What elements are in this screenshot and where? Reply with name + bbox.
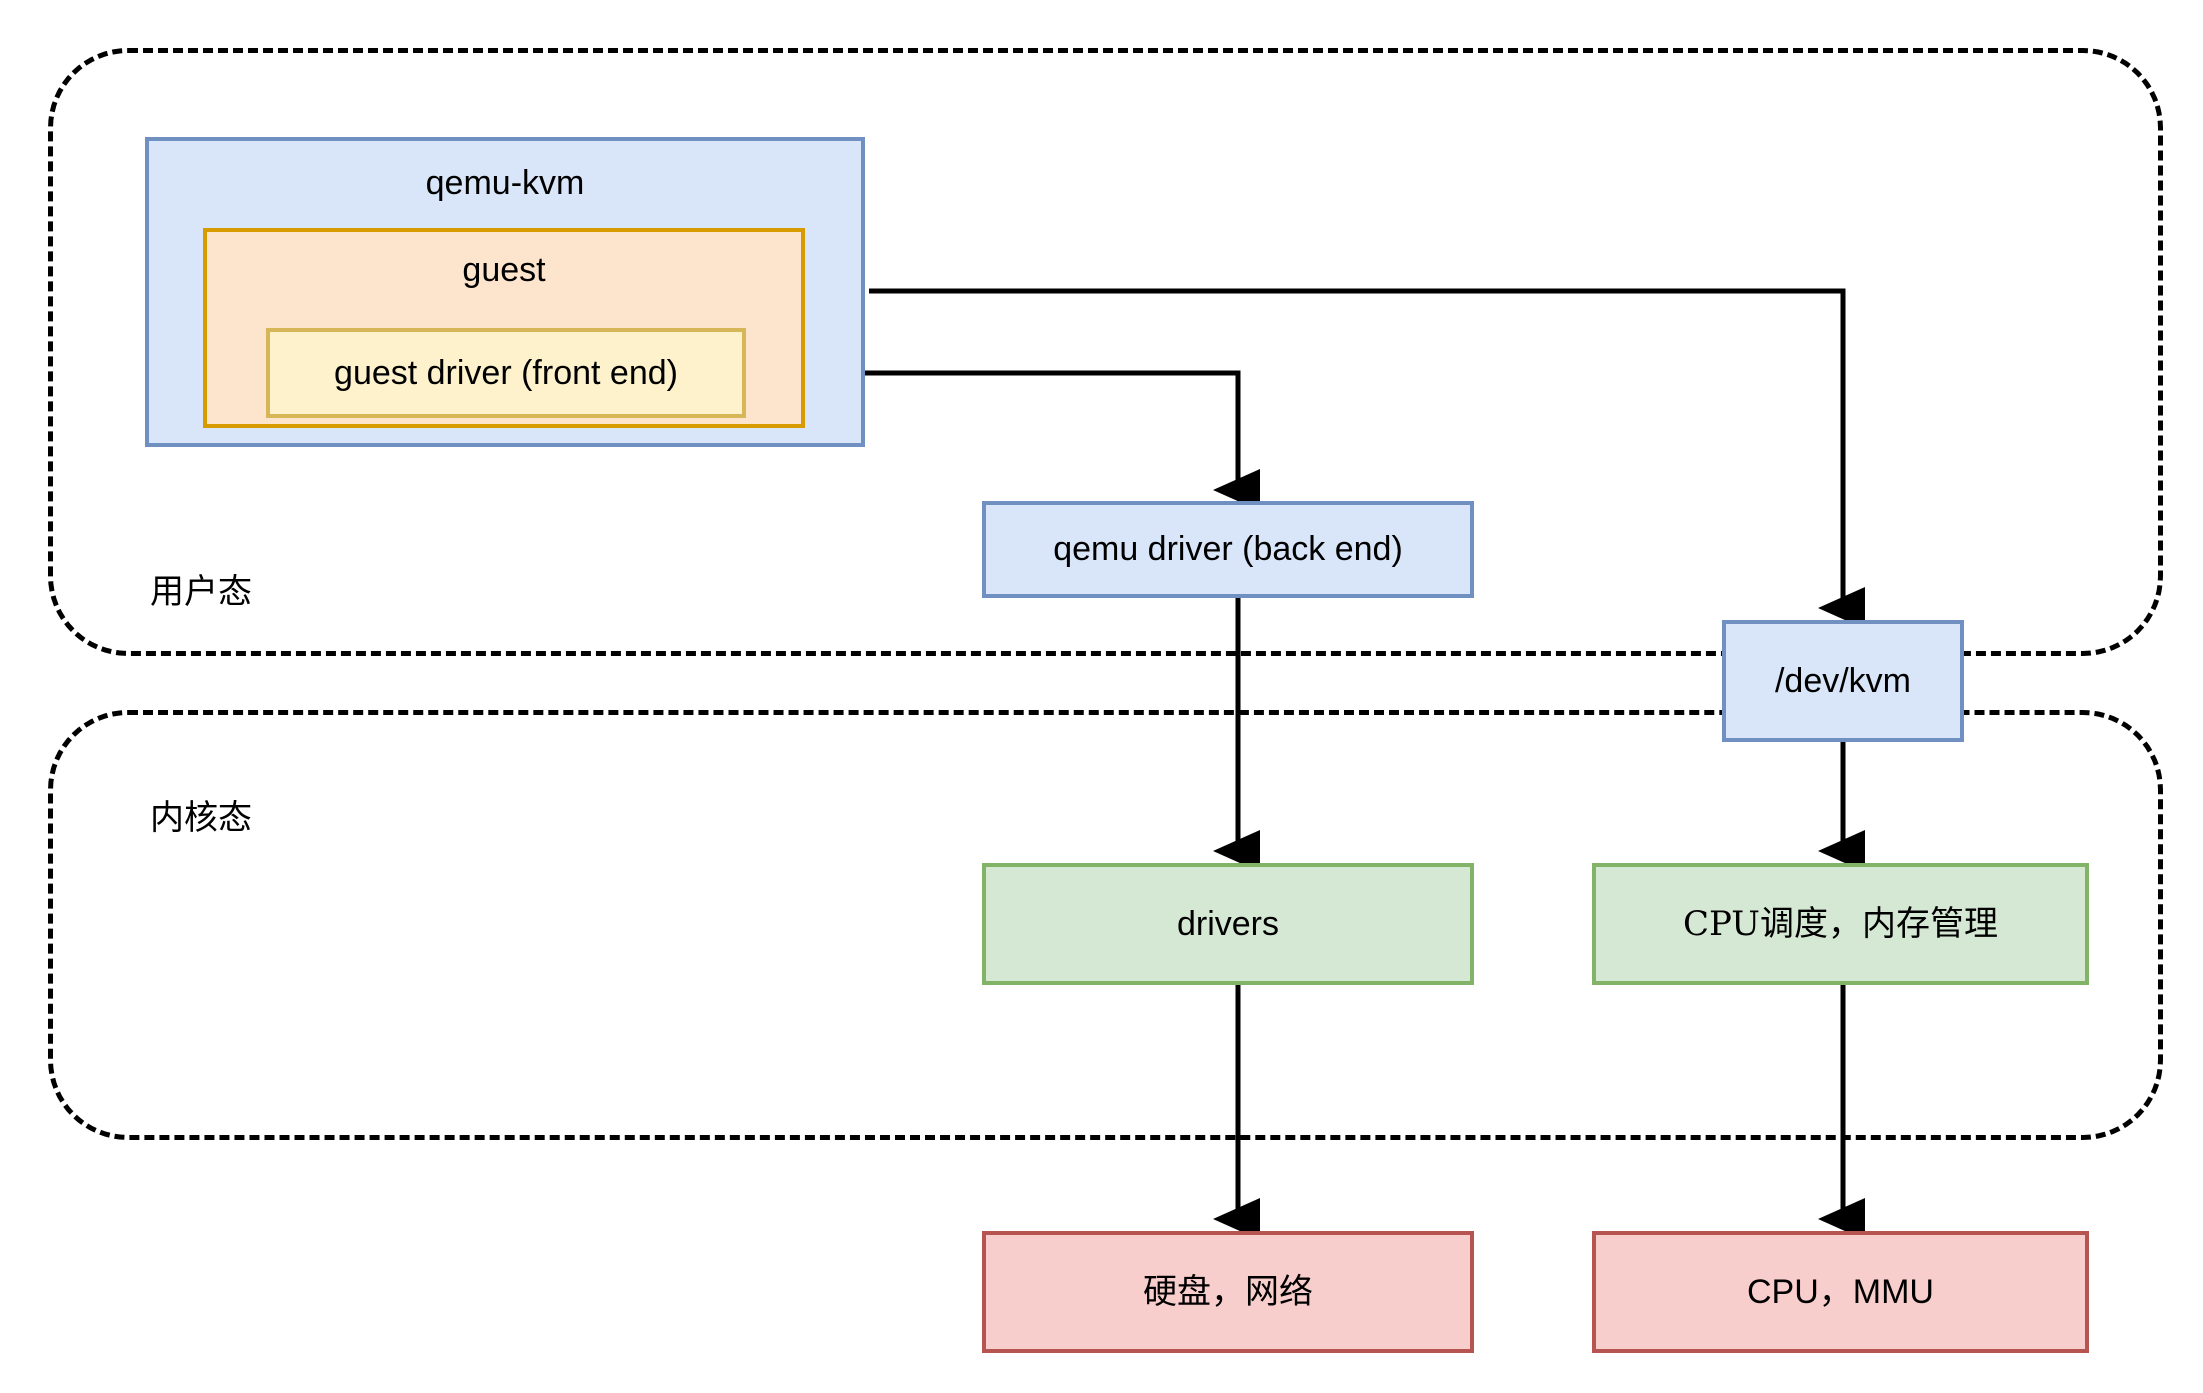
zone-kernel-mode [48, 710, 2163, 1140]
zone-user-mode-label: 用户态 [150, 572, 252, 612]
node-disk-network[interactable]: 硬盘，网络 [982, 1231, 1474, 1353]
node-cpu-mmu[interactable]: CPU，MMU [1592, 1231, 2089, 1353]
node-dev-kvm-label: /dev/kvm [1774, 661, 1912, 700]
node-guest-driver[interactable]: guest driver (front end) [266, 328, 746, 418]
node-dev-kvm[interactable]: /dev/kvm [1722, 620, 1964, 742]
zone-user-mode [48, 48, 2163, 656]
node-guest-label: guest [462, 251, 546, 289]
node-qemu-kvm-label: qemu-kvm [425, 164, 585, 202]
node-guest-driver-label: guest driver (front end) [334, 353, 678, 392]
node-drivers-label: drivers [1176, 904, 1280, 943]
node-disk-network-label: 硬盘，网络 [1143, 1271, 1313, 1312]
node-cpu-scheduling-label: CPU调度，内存管理 [1683, 903, 1998, 944]
node-cpu-scheduling[interactable]: CPU调度，内存管理 [1592, 863, 2089, 985]
node-qemu-driver-label: qemu driver (back end) [1053, 530, 1403, 569]
node-qemu-driver[interactable]: qemu driver (back end) [982, 501, 1474, 598]
node-cpu-mmu-label: CPU，MMU [1747, 1272, 1934, 1311]
node-drivers[interactable]: drivers [982, 863, 1474, 985]
zone-kernel-mode-label: 内核态 [150, 798, 252, 838]
